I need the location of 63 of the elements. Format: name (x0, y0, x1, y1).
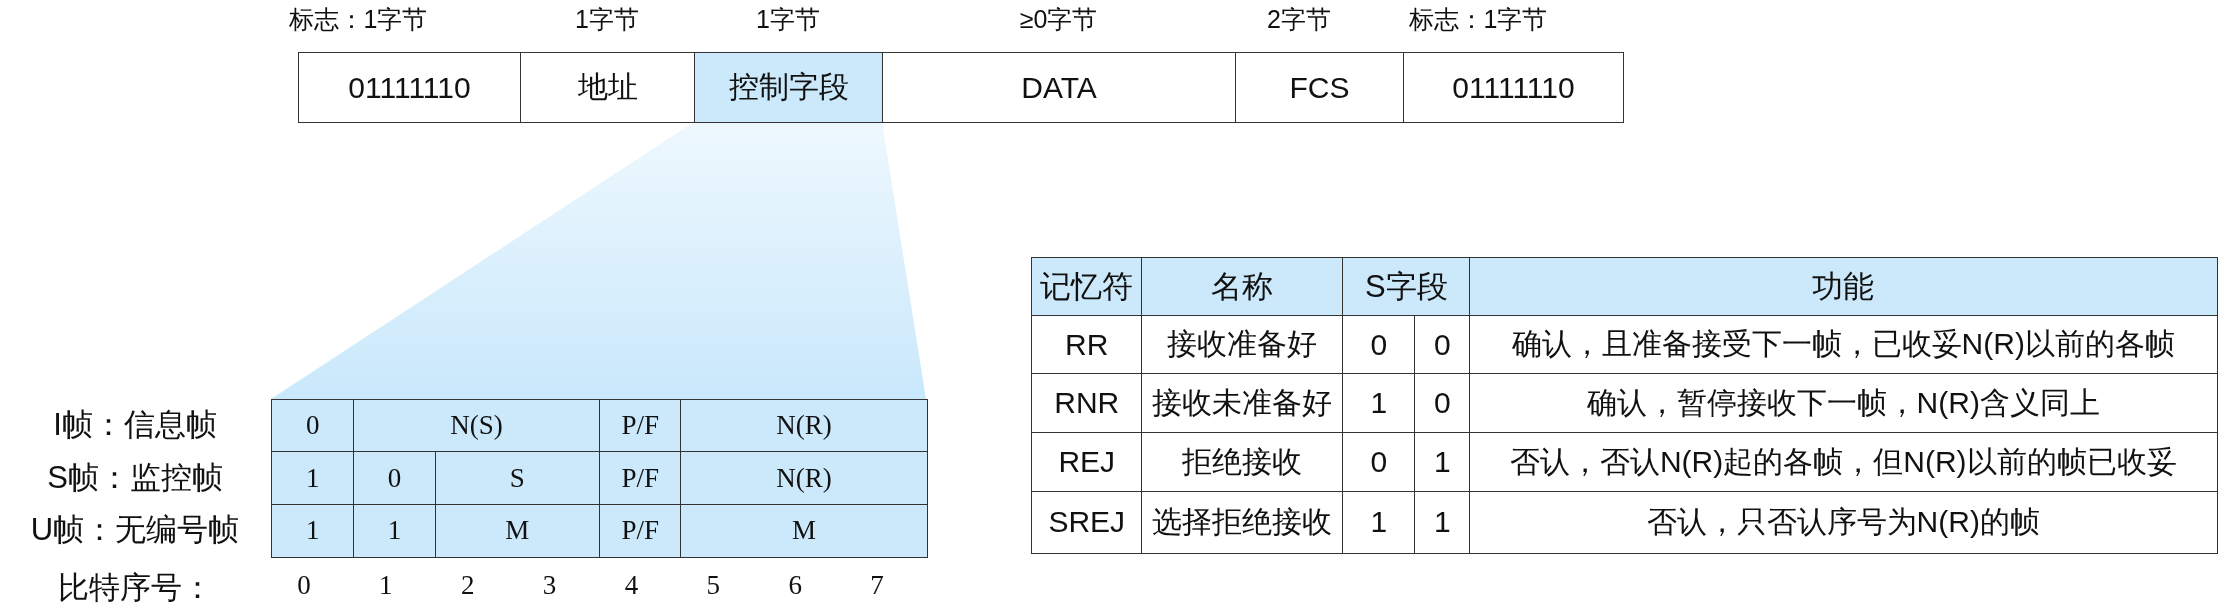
byte-count-label: 标志：1字节 (1408, 3, 1548, 35)
table-cell: 0 (1414, 373, 1471, 434)
frame-field: 地址 (520, 52, 695, 123)
table-cell: 1 (1342, 373, 1416, 434)
frame-type-label: I帧：信息帧 (53, 406, 217, 444)
bit-number: 0 (297, 569, 311, 601)
table-cell: 1 (352, 504, 437, 558)
frame-field: 控制字段 (694, 52, 883, 123)
table-cell: N(R) (680, 399, 928, 453)
table-cell: P/F (598, 504, 682, 558)
header-cell: 功能 (1469, 257, 2218, 317)
table-cell: 1 (271, 451, 355, 506)
frame-field: 01111110 (298, 52, 521, 123)
row-label: 比特序号： (57, 569, 213, 607)
table-cell: 选择拒绝接收 (1141, 491, 1344, 554)
table-cell: 1 (1414, 491, 1471, 554)
table-cell: 0 (271, 399, 355, 453)
frame-field: DATA (882, 52, 1236, 123)
table-cell: 0 (1342, 315, 1416, 375)
table-cell: 1 (271, 504, 355, 558)
bit-number: 5 (706, 569, 721, 601)
zoom-wedge (271, 122, 926, 399)
bit-number: 4 (624, 569, 639, 601)
table-cell: 否认，只否认序号为N(R)的帧 (1469, 491, 2218, 554)
bit-number: 7 (870, 569, 884, 601)
table-cell: P/F (598, 451, 682, 506)
table-cell: 1 (1414, 432, 1471, 493)
table-cell: 拒绝接收 (1141, 432, 1344, 493)
bit-number: 1 (379, 569, 393, 601)
table-cell: RR (1031, 315, 1143, 375)
header-cell: S字段 (1342, 257, 1471, 317)
table-cell: 0 (1414, 315, 1471, 375)
table-cell: N(R) (680, 451, 928, 506)
table-cell: S (434, 451, 600, 506)
table-cell: REJ (1031, 432, 1143, 493)
table-cell: M (680, 504, 928, 558)
table-cell: 确认，且准备接受下一帧，已收妥N(R)以前的各帧 (1469, 315, 2218, 375)
table-cell: 0 (352, 451, 437, 506)
table-cell: 确认，暂停接收下一帧，N(R)含义同上 (1469, 373, 2218, 434)
bit-number: 6 (788, 569, 802, 601)
byte-count-label: 标志：1字节 (288, 3, 428, 35)
table-cell: RNR (1031, 373, 1143, 434)
frame-field: 01111110 (1403, 52, 1624, 123)
table-cell: M (434, 504, 600, 558)
table-cell: 接收未准备好 (1141, 373, 1344, 434)
table-cell: 接收准备好 (1141, 315, 1344, 375)
bit-number: 2 (460, 569, 475, 601)
table-cell: 1 (1342, 491, 1416, 554)
frame-type-label: S帧：监控帧 (47, 458, 223, 497)
header-cell: 记忆符 (1031, 257, 1143, 317)
bit-number: 3 (542, 569, 557, 601)
byte-count-label: 1字节 (756, 3, 820, 35)
table-cell: N(S) (352, 399, 600, 453)
header-cell: 名称 (1141, 257, 1344, 317)
table-cell: 否认，否认N(R)起的各帧，但N(R)以前的帧已收妥 (1469, 432, 2218, 493)
frame-field: FCS (1235, 52, 1404, 123)
table-cell: 0 (1342, 432, 1416, 493)
byte-count-label: ≥0字节 (1019, 3, 1098, 35)
table-cell: SREJ (1031, 491, 1143, 554)
byte-count-label: 2字节 (1267, 3, 1331, 35)
table-cell: P/F (598, 399, 682, 453)
frame-type-label: U帧：无编号帧 (30, 511, 240, 549)
byte-count-label: 1字节 (575, 3, 639, 35)
